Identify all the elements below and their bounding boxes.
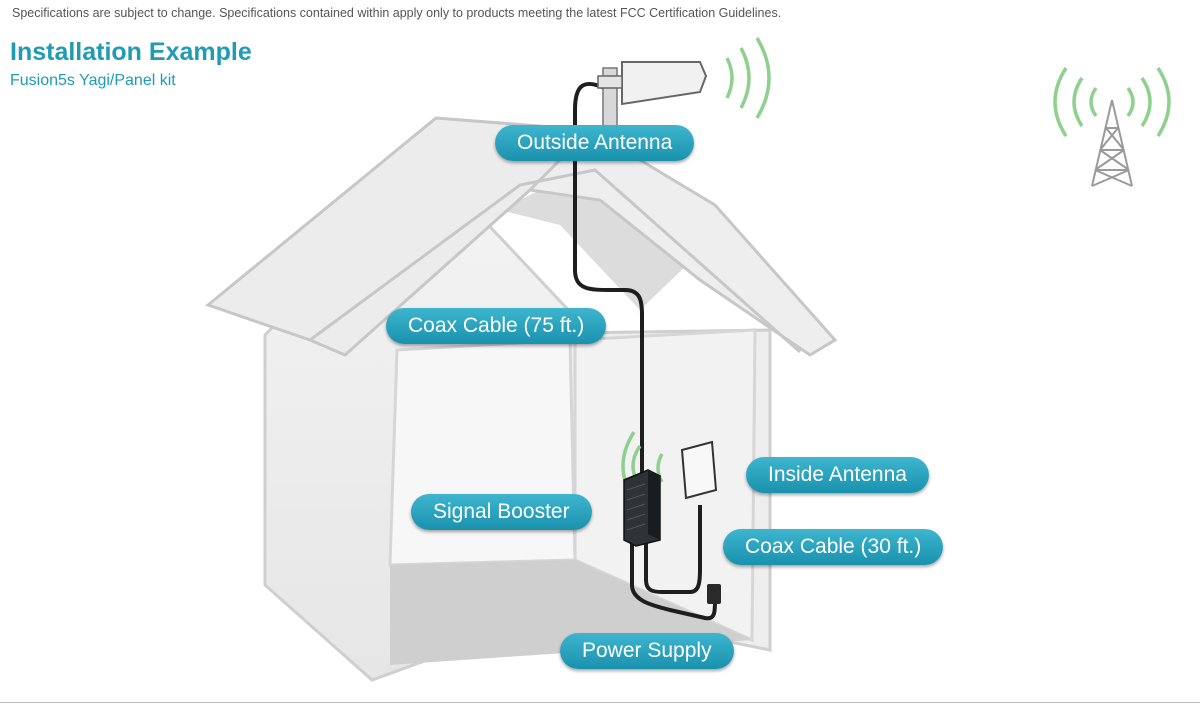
yagi-antenna-icon: [597, 61, 708, 127]
coax-cable-30: [644, 505, 702, 594]
page-subtitle: Fusion5s Yagi/Panel kit: [10, 72, 176, 89]
label-outside-antenna: Outside Antenna: [495, 125, 695, 161]
label-inside-antenna: Inside Antenna: [746, 457, 929, 493]
house-interior: [388, 338, 577, 567]
coax-cable-75: [573, 82, 644, 475]
power-supply-icon: [707, 584, 721, 604]
label-coax-cable-75: Coax Cable (75 ft.): [386, 308, 607, 344]
outside-signal-waves: [725, 37, 771, 119]
cell-tower-icon: [1053, 67, 1171, 187]
label-signal-booster: Signal Booster: [411, 494, 592, 530]
bottom-divider: [0, 702, 1200, 703]
signal-booster-icon: [623, 469, 661, 547]
label-coax-cable-30: Coax Cable (30 ft.): [723, 529, 944, 565]
page-title: Installation Example: [10, 38, 252, 66]
roof-right: [526, 128, 838, 357]
disclaimer-text: Specifications are subject to change. Sp…: [12, 6, 782, 20]
panel-antenna-icon: [680, 440, 718, 500]
roof-edge: [309, 168, 801, 354]
roof-underside: [500, 165, 690, 310]
label-power-supply: Power Supply: [560, 633, 734, 669]
power-cable: [630, 540, 717, 621]
house: [204, 116, 838, 682]
